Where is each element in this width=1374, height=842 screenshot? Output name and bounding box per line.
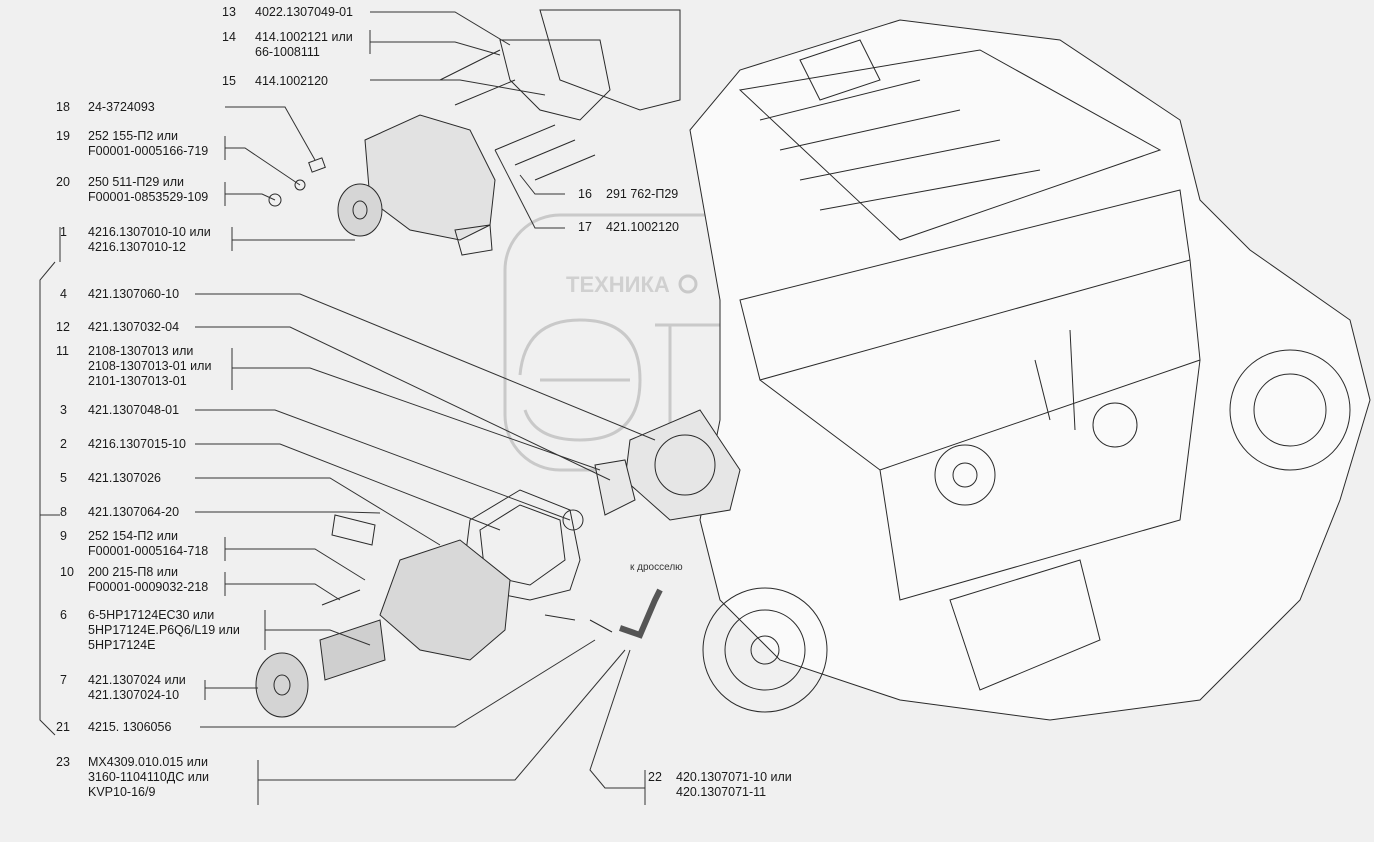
- part-number: 414.1002120: [255, 74, 328, 89]
- callout-number: 16: [578, 187, 592, 201]
- part-number-line: 421.1307032-04: [88, 320, 180, 334]
- part-number-line: 421.1307048-01: [88, 403, 180, 417]
- thermostat-parts: [562, 409, 741, 531]
- part-number: 291 762-П29: [606, 187, 678, 202]
- part-number-line: 421.1307024-10: [88, 688, 180, 702]
- part-number: 4022.1307049-01: [255, 5, 353, 20]
- callout-number: 9: [60, 529, 67, 543]
- water-pump-lower: [255, 489, 663, 718]
- part-number: 421.1307048-01: [88, 403, 179, 418]
- part-number-line: 291 762-П29: [606, 187, 679, 201]
- callout-number: 17: [578, 220, 592, 234]
- part-number-line: 66-1008111: [255, 45, 320, 59]
- part-number-line: 6-5НР17124ЕС30 или: [88, 608, 215, 622]
- part-number-line: 420.1307071-11: [676, 785, 767, 799]
- callout-number: 23: [56, 755, 70, 769]
- part-number-line: 414.1002120: [255, 74, 328, 88]
- part-number-line: 5НР17124Е.Р6Q6/L19 или: [88, 623, 240, 637]
- part-number-line: 252 154-П2 или: [88, 529, 179, 543]
- water-pump-upper: [268, 9, 681, 256]
- part-number: 24-3724093: [88, 100, 155, 115]
- part-number-line: F00001-0853529-109: [88, 190, 209, 204]
- part-number-line: 2108-1307013-01 или: [88, 359, 212, 373]
- part-number-line: 4216.1307010-10 или: [88, 225, 211, 239]
- part-number: 421.1307064-20: [88, 505, 179, 520]
- part-number-line: 250 511-П29 или: [88, 175, 185, 189]
- part-number-line: KVP10-16/9: [88, 785, 156, 799]
- part-number-line: 420.1307071-10 или: [676, 770, 792, 784]
- callout-number: 12: [56, 320, 70, 334]
- part-number: 421.1002120: [606, 220, 679, 235]
- engine-block: [689, 19, 1371, 721]
- part-number-line: 24-3724093: [88, 100, 155, 114]
- part-number-line: 2101-1307013-01: [88, 374, 187, 388]
- callout-number: 2: [60, 437, 67, 451]
- callout-number: 20: [56, 175, 70, 189]
- callout-number: 1: [60, 225, 67, 239]
- leader-lines: [39, 11, 656, 805]
- part-number-line: F00001-0005164-718: [88, 544, 209, 558]
- part-number-line: 3160-1104110ДС или: [88, 770, 210, 784]
- callout-number: 19: [56, 129, 70, 143]
- callout-number: 7: [60, 673, 67, 687]
- callout-number: 21: [56, 720, 70, 734]
- callout-number: 4: [60, 287, 67, 301]
- part-number-line: 4216.1307010-12: [88, 240, 187, 254]
- part-number-line: 252 155-П2 или: [88, 129, 179, 143]
- part-number-line: 4022.1307049-01: [255, 5, 354, 19]
- callout-number: 15: [222, 74, 236, 88]
- throttle-note: к дросселю: [630, 562, 683, 573]
- callout-number: 3: [60, 403, 67, 417]
- part-number-line: 421.1307024 или: [88, 673, 186, 687]
- callout-number: 18: [56, 100, 70, 114]
- part-number-line: МХ4309.010.015 или: [88, 755, 208, 769]
- part-number: 4215. 1306056: [88, 720, 171, 735]
- part-number: 421.1307060-10: [88, 287, 179, 302]
- part-number-line: F00001-0005166-719: [88, 144, 209, 158]
- part-number-line: 421.1307064-20: [88, 505, 180, 519]
- part-number-line: 421.1307026: [88, 471, 161, 485]
- part-number-line: 421.1307060-10: [88, 287, 180, 301]
- part-number-line: 421.1002120: [606, 220, 679, 234]
- callout-number: 8: [60, 505, 67, 519]
- part-number-line: 4215. 1306056: [88, 720, 172, 734]
- part-number-line: 414.1002121 или: [255, 30, 353, 44]
- callout-number: 10: [60, 565, 74, 579]
- part-number-line: 200 215-П8 или: [88, 565, 179, 579]
- part-number: 421.1307026: [88, 471, 161, 486]
- part-number-line: F00001-0009032-218: [88, 580, 209, 594]
- part-number: 4216.1307015-10: [88, 437, 186, 452]
- part-number-line: 5НР17124Е: [88, 638, 156, 652]
- callout-number: 5: [60, 471, 67, 485]
- callout-number: 13: [222, 5, 236, 19]
- part-number: 421.1307032-04: [88, 320, 179, 335]
- callout-number: 6: [60, 608, 67, 622]
- part-number-line: 4216.1307015-10: [88, 437, 187, 451]
- callout-number: 14: [222, 30, 236, 44]
- callout-number: 11: [56, 344, 69, 358]
- part-number-line: 2108-1307013 или: [88, 344, 194, 358]
- callout-number: 22: [648, 770, 662, 784]
- watermark-caption: ТЕХНИКА: [566, 272, 670, 297]
